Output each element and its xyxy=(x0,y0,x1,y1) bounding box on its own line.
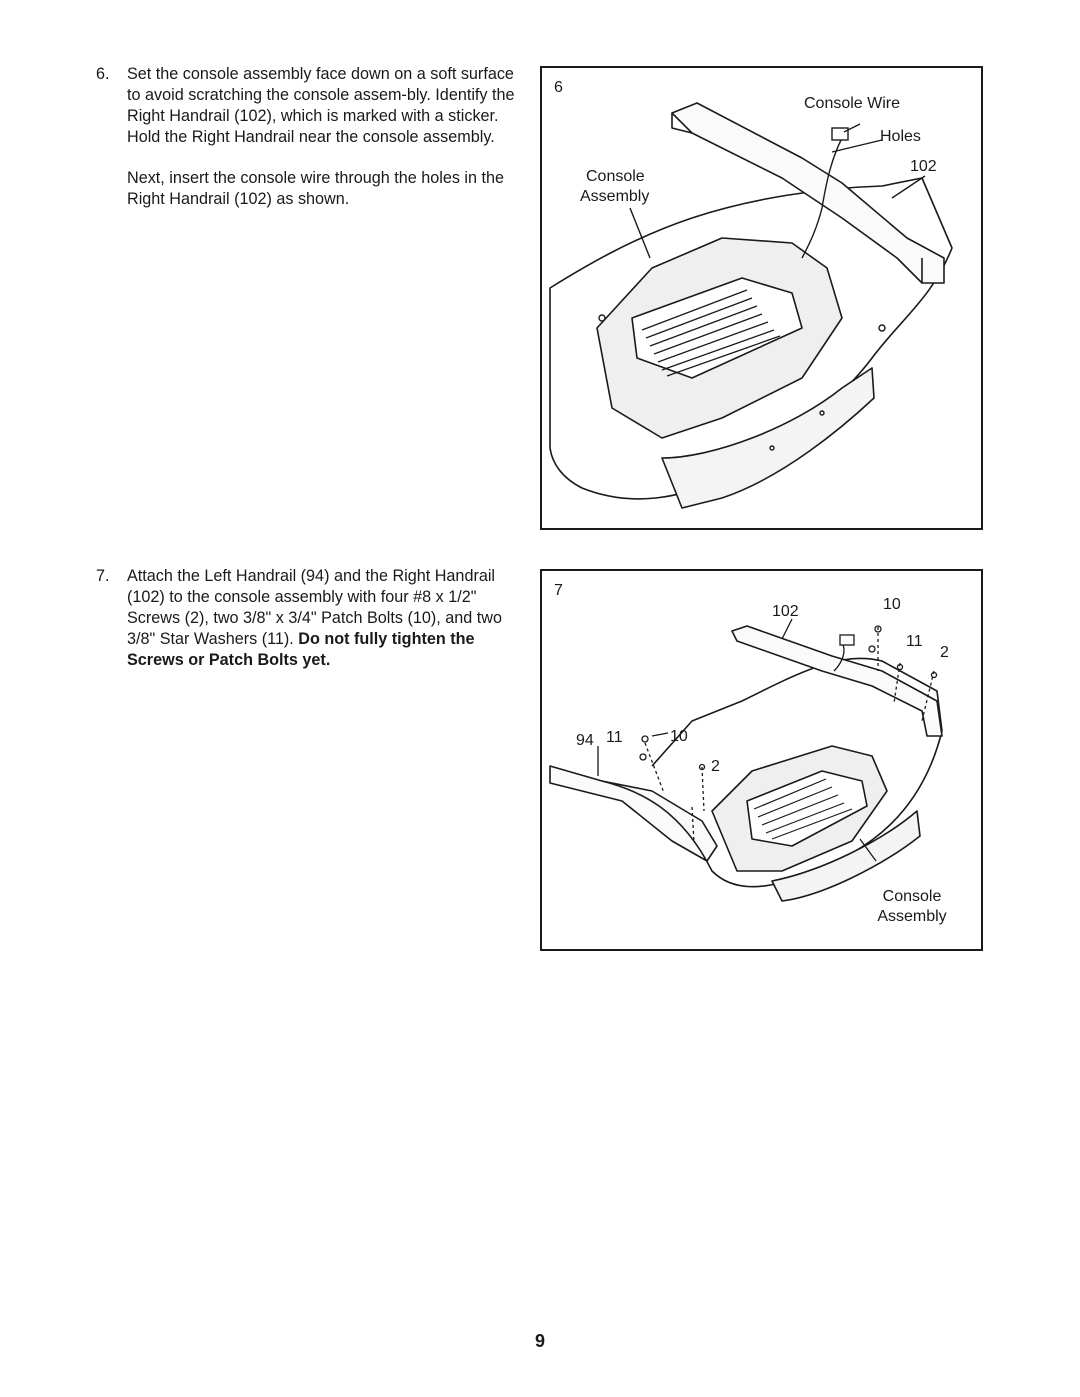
console-handrail-illustration xyxy=(549,102,953,509)
console-wire-label: Console Wire xyxy=(804,95,901,112)
step-text: Attach the Left Handrail (94) and the Ri… xyxy=(127,567,502,648)
step-number: 7. xyxy=(96,567,110,585)
part-11-label: 11 xyxy=(906,633,923,650)
part-102-label: 102 xyxy=(910,158,937,175)
part-10-label: 10 xyxy=(883,596,901,613)
warning-text: Do not fully tighten the Screws or Patch… xyxy=(127,630,475,669)
handrail-attachment-illustration xyxy=(549,618,943,902)
part-10-label: 10 xyxy=(670,728,688,745)
step-number: 6. xyxy=(96,65,110,83)
holes-label: Holes xyxy=(880,128,921,145)
part-102-label: 102 xyxy=(772,603,799,620)
step-paragraph: Set the console assembly face down on a … xyxy=(127,65,515,146)
step-paragraph: Next, insert the console wire through th… xyxy=(127,169,505,208)
part-11-label: 11 xyxy=(606,729,623,746)
figure-6: 6 Console Wire Holes 102 Console Assembl… xyxy=(540,66,983,530)
figure-number: 6 xyxy=(554,79,563,96)
step-7: 7. Attach the Left Handrail (94) and the… xyxy=(96,566,516,683)
step-body: Attach the Left Handrail (94) and the Ri… xyxy=(127,566,516,671)
figure-number: 7 xyxy=(554,582,563,599)
console-label: Console xyxy=(586,168,645,185)
step-body: Set the console assembly face down on a … xyxy=(127,64,516,210)
figure-7: 7 102 10 11 2 94 11 10 2 Console Assembl… xyxy=(540,569,983,951)
part-94-label: 94 xyxy=(576,732,594,749)
console-label: Console xyxy=(882,888,942,905)
assembly-label: Assembly xyxy=(580,188,650,205)
assembly-label: Assembly xyxy=(877,908,947,925)
step-paragraph: Attach the Left Handrail (94) and the Ri… xyxy=(127,566,516,671)
part-2-label: 2 xyxy=(940,644,949,661)
page-number: 9 xyxy=(534,1331,545,1351)
step-6: 6. Set the console assembly face down on… xyxy=(96,64,516,222)
part-2-label: 2 xyxy=(711,758,720,775)
